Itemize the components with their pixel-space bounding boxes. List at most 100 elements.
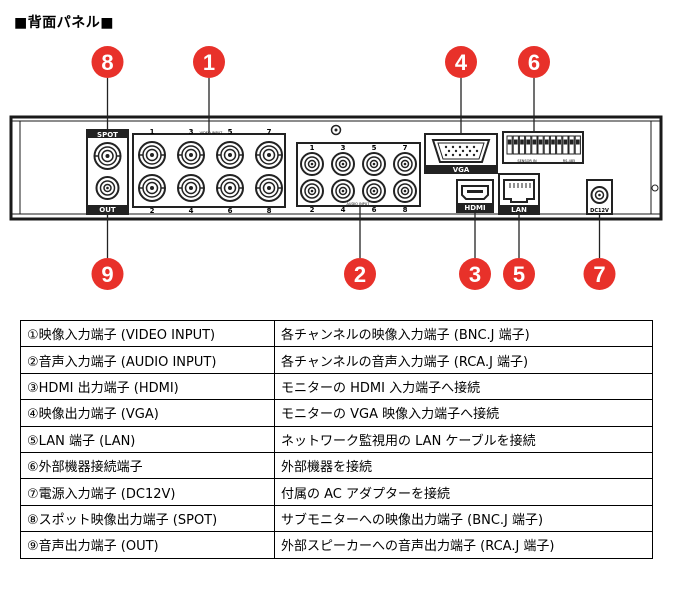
table-row: ⑥外部機器接続端子外部機器を接続 [20, 451, 653, 480]
callout-circle-2 [344, 258, 376, 290]
video-num-5: 5 [228, 128, 233, 136]
video-num-7: 7 [267, 128, 272, 136]
callout-circle-9 [91, 258, 124, 290]
terminal-screw [525, 135, 532, 155]
port-name-cell: ⑨音声出力端子 (OUT) [20, 531, 275, 559]
sensor-label: SENSOR IN [517, 159, 537, 163]
terminal-screw [562, 135, 569, 155]
port-description-cell: 外部スピーカーへの音声出力端子 (RCA.J 端子) [274, 531, 653, 559]
audio-num-4: 4 [341, 206, 346, 214]
video-bnc-1 [138, 141, 166, 169]
port-name-cell: ⑥外部機器接続端子 [20, 451, 275, 480]
video-bnc-8 [255, 174, 283, 202]
port-name-cell: ⑦電源入力端子 (DC12V) [20, 478, 275, 506]
port-description-cell: 各チャンネルの音声入力端子 (RCA.J 端子) [274, 346, 653, 374]
audio-rca-1 [300, 152, 324, 176]
video-num-4: 4 [189, 207, 194, 215]
video-tag: VIDEO INPUT [200, 131, 224, 135]
page-title: ■背面パネル■ [14, 15, 114, 31]
audio-rca-6 [362, 179, 386, 203]
callout-9: 9 [101, 262, 113, 287]
callout-7: 7 [593, 262, 605, 287]
audio-rca-4 [331, 179, 355, 203]
video-bnc-7 [255, 141, 283, 169]
port-description-cell: ネットワーク監視用の LAN ケーブルを接続 [274, 425, 653, 453]
audio-rca-7 [393, 152, 417, 176]
rs485-label: RS-485 [563, 159, 576, 163]
terminal-screw [537, 135, 544, 155]
table-row: ⑤LAN 端子 (LAN)ネットワーク監視用の LAN ケーブルを接続 [20, 425, 653, 453]
callout-4: 4 [455, 50, 468, 75]
audio-num-6: 6 [372, 206, 377, 214]
table-row: ④映像出力端子 (VGA)モニターの VGA 映像入力端子へ接続 [20, 399, 653, 427]
audio-tag: AUDIO INPUT [346, 202, 370, 206]
callout-circle-7 [583, 258, 616, 290]
terminal-screw [543, 135, 550, 155]
video-num-1: 1 [150, 128, 155, 136]
video-bnc-5 [216, 141, 244, 169]
terminal-screw [512, 135, 519, 155]
terminal-screw [574, 135, 581, 155]
port-description-cell: 付属の AC アダプターを接続 [274, 478, 653, 506]
callout-circle-8 [91, 46, 124, 78]
audio-rca-2 [300, 179, 324, 203]
port-description-cell: モニターの HDMI 入力端子へ接続 [274, 372, 653, 401]
video-bnc-2 [138, 174, 166, 202]
port-description-table: ①映像入力端子 (VIDEO INPUT)各チャンネルの映像入力端子 (BNC.… [20, 319, 653, 559]
port-name-cell: ①映像入力端子 (VIDEO INPUT) [20, 319, 275, 348]
port-name-cell: ④映像出力端子 (VGA) [20, 399, 275, 427]
video-bnc-6 [216, 174, 244, 202]
audio-num-1: 1 [310, 144, 315, 152]
callout-circle-5 [503, 258, 535, 290]
table-row: ⑧スポット映像出力端子 (SPOT)サブモニターへの映像出力端子 (BNC.J … [20, 504, 653, 533]
port-name-cell: ③HDMI 出力端子 (HDMI) [20, 372, 275, 401]
terminal-screw [531, 135, 538, 155]
table-row: ⑨音声出力端子 (OUT)外部スピーカーへの音声出力端子 (RCA.J 端子) [20, 531, 653, 559]
callout-8: 8 [101, 50, 113, 75]
callout-circle-6 [518, 46, 550, 78]
video-bnc-4 [177, 174, 205, 202]
port-description-cell: サブモニターへの映像出力端子 (BNC.J 端子) [274, 504, 653, 533]
callout-6: 6 [528, 50, 540, 75]
terminal-screw [556, 135, 563, 155]
terminal-screw [549, 135, 557, 155]
callout-1: 1 [203, 50, 215, 75]
table-row: ③HDMI 出力端子 (HDMI)モニターの HDMI 入力端子へ接続 [20, 372, 653, 401]
audio-num-3: 3 [341, 144, 346, 152]
audio-rca-3 [331, 152, 355, 176]
callout-3: 3 [469, 262, 481, 287]
table-row: ①映像入力端子 (VIDEO INPUT)各チャンネルの映像入力端子 (BNC.… [20, 319, 653, 348]
audio-num-8: 8 [403, 206, 408, 214]
lan-label: LAN [511, 206, 527, 214]
audio-num-5: 5 [372, 144, 377, 152]
callout-5: 5 [513, 262, 525, 287]
out-label: OUT [99, 206, 116, 214]
terminal-screw [568, 135, 575, 155]
table-row: ⑦電源入力端子 (DC12V)付属の AC アダプターを接続 [20, 478, 653, 506]
vga-label: VGA [453, 166, 470, 174]
terminal-screw [506, 135, 513, 155]
port-description-cell: 外部機器を接続 [274, 451, 653, 480]
hdmi-label: HDMI [464, 204, 485, 212]
dc-label: DC12V [590, 208, 609, 214]
out-rca-connector [95, 176, 120, 200]
vga-port-icon [431, 139, 491, 163]
table-row: ②音声入力端子 (AUDIO INPUT)各チャンネルの音声入力端子 (RCA.… [20, 346, 653, 374]
port-name-cell: ②音声入力端子 (AUDIO INPUT) [20, 346, 275, 374]
callout-2: 2 [354, 262, 366, 287]
audio-num-2: 2 [310, 206, 315, 214]
video-num-8: 8 [267, 207, 272, 215]
rear-panel-diagram: SPOT OUT 1 3 VIDEO INPUT 5 7 2 4 6 8 1 3… [9, 46, 663, 290]
video-num-2: 2 [150, 207, 155, 215]
callout-circle-3 [459, 258, 491, 290]
audio-rca-5 [362, 152, 386, 176]
spot-bnc-connector [93, 142, 122, 170]
spot-label: SPOT [97, 131, 118, 139]
terminal-screw [518, 135, 526, 155]
port-description-cell: 各チャンネルの映像入力端子 (BNC.J 端子) [274, 319, 653, 348]
port-name-cell: ⑤LAN 端子 (LAN) [20, 425, 275, 453]
audio-rca-8 [393, 179, 417, 203]
video-num-6: 6 [228, 207, 233, 215]
video-num-3: 3 [189, 128, 194, 136]
audio-num-7: 7 [403, 144, 408, 152]
